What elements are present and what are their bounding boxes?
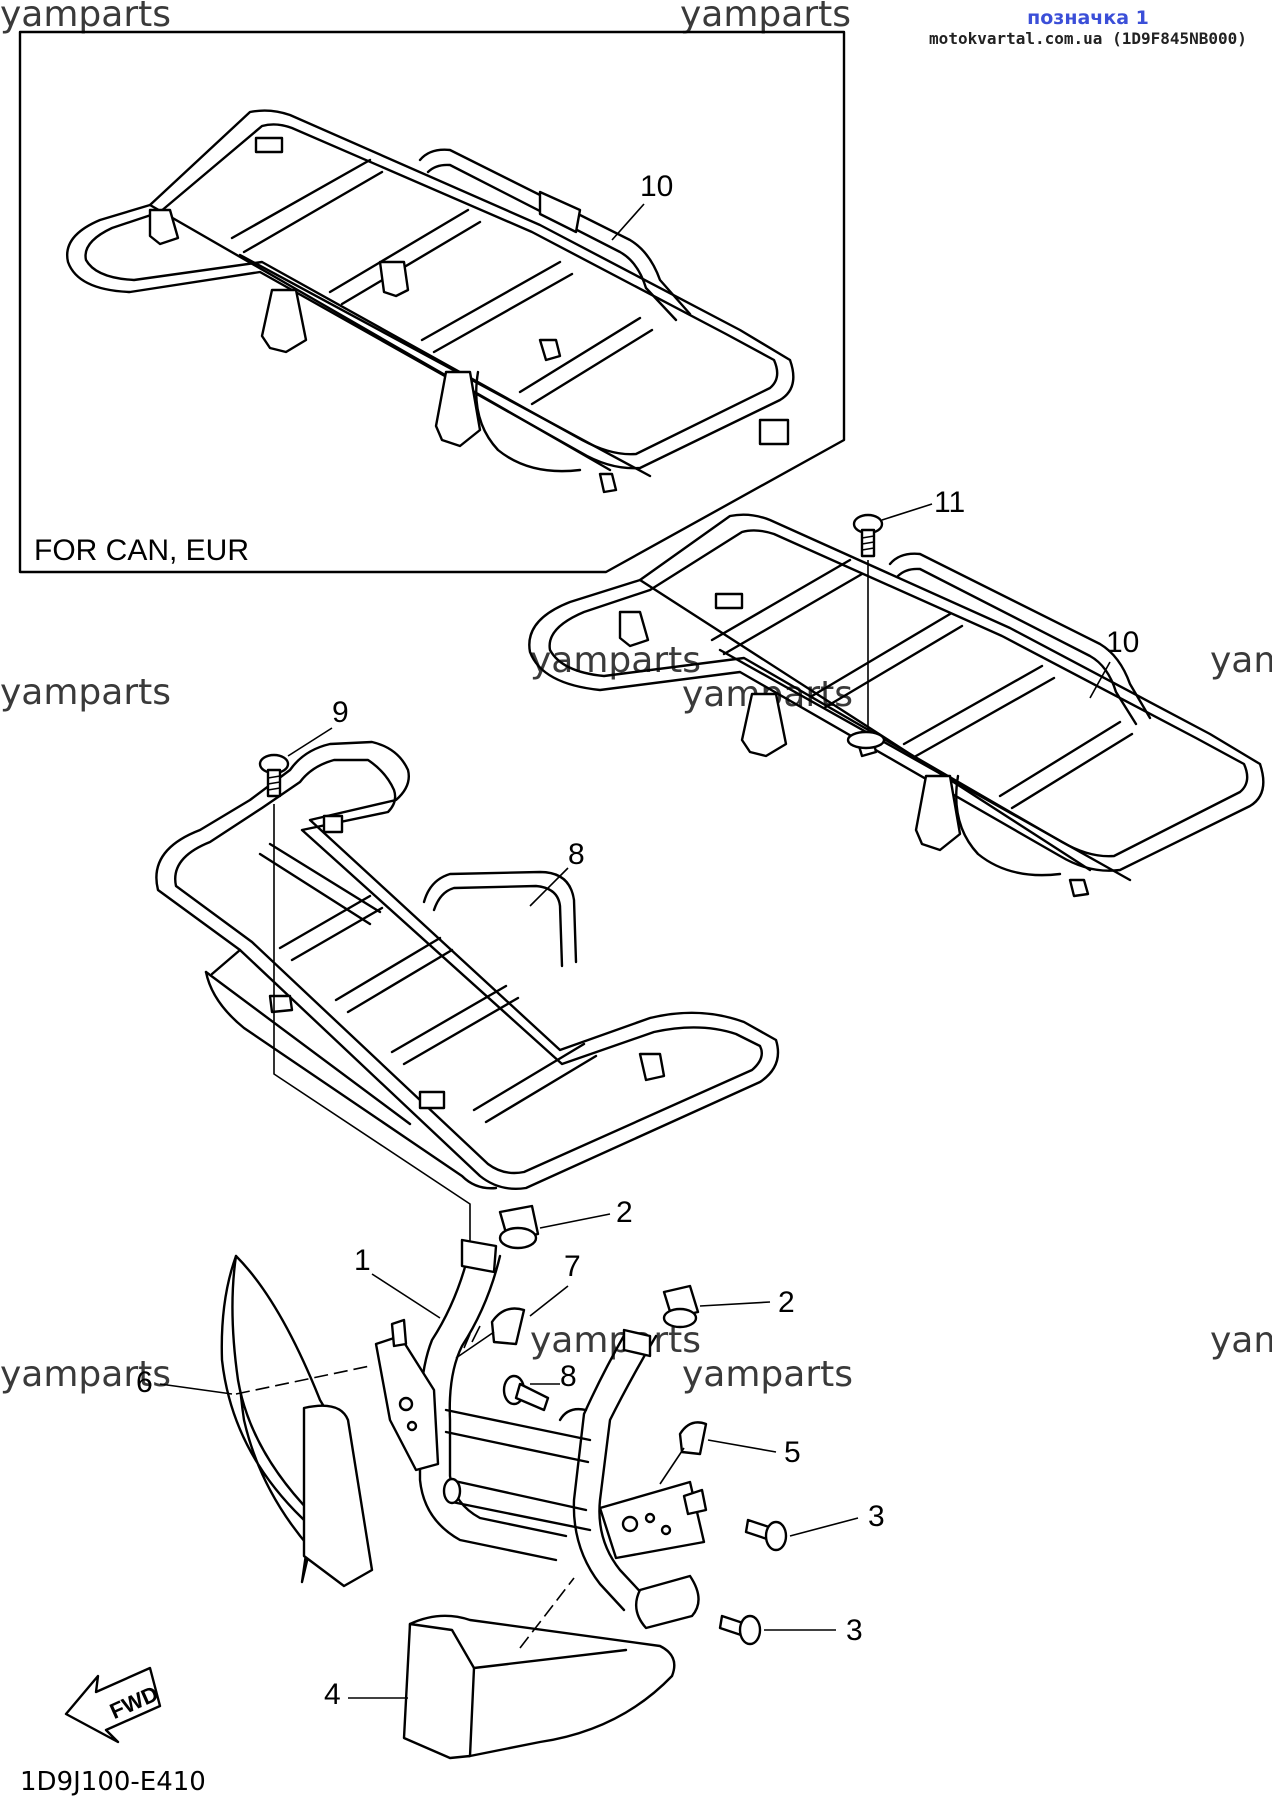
callout-11: 11	[934, 486, 965, 519]
callout-3a: 3	[868, 1500, 885, 1533]
screw-5	[659, 1421, 708, 1485]
bolt-8	[502, 1374, 550, 1412]
callout-5: 5	[784, 1436, 801, 1469]
fwd-arrow: FWD	[64, 1666, 162, 1744]
inset-label: FOR CAN, EUR	[34, 534, 249, 567]
watermark: yamparts	[0, 0, 171, 35]
front-guard-frame	[374, 1238, 708, 1630]
grommet-2a	[498, 1204, 540, 1250]
bolt-11	[852, 513, 884, 558]
callout-9: 9	[332, 696, 349, 729]
callout-8: 8	[568, 838, 585, 871]
callout-4: 4	[324, 1678, 341, 1711]
callout-3b: 3	[846, 1614, 863, 1647]
callout-2a: 2	[616, 1196, 633, 1229]
bolt-9	[258, 753, 290, 798]
bolt-3b	[718, 1614, 762, 1646]
left-cover	[220, 1254, 374, 1588]
front-cover	[402, 1614, 676, 1760]
bolt-3a	[744, 1518, 788, 1552]
callout-8b: 8	[560, 1360, 577, 1393]
header-title: позначка 1	[1027, 7, 1149, 29]
grommet-2b	[662, 1284, 700, 1329]
callout-10: 10	[1106, 626, 1139, 659]
watermark: yamparts	[682, 1354, 853, 1395]
callout-7: 7	[564, 1250, 581, 1283]
callout-10-inset: 10	[640, 170, 673, 203]
watermark: yamparts	[1210, 1320, 1272, 1361]
screw-7	[455, 1307, 526, 1359]
watermark: yamparts	[680, 0, 851, 35]
callout-6: 6	[136, 1366, 153, 1399]
watermark: yamparts	[1210, 640, 1272, 681]
rear-carrier	[528, 513, 1265, 898]
rear-carrier-inset	[65, 109, 795, 494]
watermark: yamparts	[0, 672, 171, 713]
front-carrier	[155, 740, 780, 1190]
header-source: motokvartal.com.ua (1D9F845NB000)	[929, 29, 1247, 48]
watermark: yamparts	[0, 1354, 171, 1395]
callout-1: 1	[354, 1244, 371, 1277]
diagram-code: 1D9J100-E410	[20, 1767, 206, 1797]
callout-2b: 2	[778, 1286, 795, 1319]
inset-box: FOR CAN, EUR	[18, 30, 846, 574]
